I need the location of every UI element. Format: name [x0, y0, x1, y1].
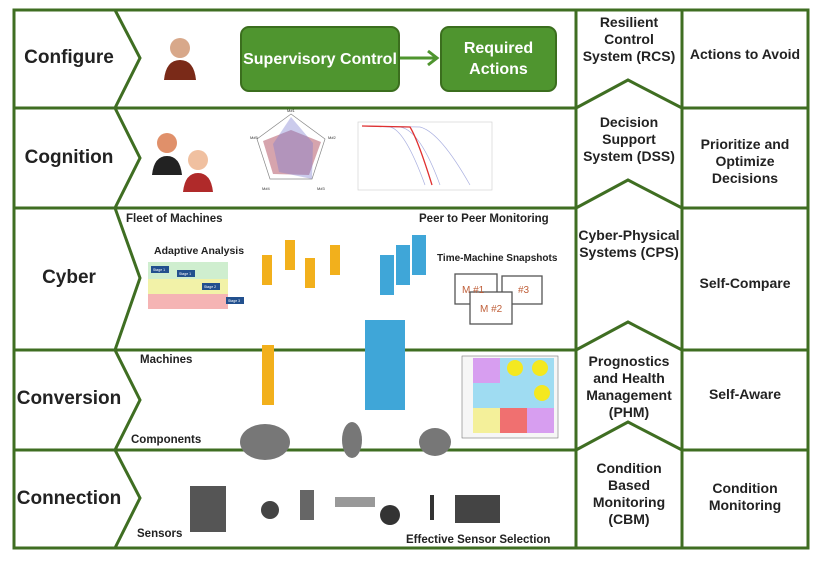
fleet-label: Fleet of Machines [126, 213, 223, 225]
machines-label: Machines [140, 354, 193, 366]
peer-monitoring-label: Peer to Peer Monitoring [419, 213, 549, 225]
up-arrow-2 [575, 178, 683, 210]
system-cbm: Condition Based Monitoring (CBM) [592, 460, 666, 527]
outer-frame [12, 8, 810, 550]
stage-label: Stage 3 [228, 299, 240, 303]
radar-label: M#2 [328, 135, 337, 140]
milling-machine [365, 320, 405, 410]
adaptive-analysis-label: Adaptive Analysis [154, 245, 245, 257]
components-images [240, 422, 451, 460]
time-machine-snapshots [454, 273, 543, 325]
decision-makers-person-icon [152, 133, 213, 192]
supervisory-control-label: Supervisory Control [243, 50, 397, 68]
snapshot-label: #3 [518, 285, 530, 296]
radar-label: M#3 [317, 186, 326, 191]
radar-label: M#1 [287, 108, 296, 113]
arrow-head [427, 49, 440, 67]
supervisor-person-icon [164, 38, 196, 80]
maintenance-matrix-image [461, 355, 559, 439]
outcome-condition-monitoring: Condition Monitoring [708, 480, 782, 513]
outcome-self-compare: Self-Compare [699, 275, 791, 291]
level-chevrons [113, 9, 142, 549]
radar-label: M#4 [262, 186, 271, 191]
outcome-actions-to-avoid: Actions to Avoid [689, 46, 801, 62]
up-arrow-1 [575, 78, 683, 110]
components-label: Components [131, 434, 202, 446]
milling-machine-fleet [365, 235, 426, 410]
snapshot-label: M #2 [480, 304, 503, 315]
outcome-self-aware: Self-Aware [708, 386, 782, 402]
stage-label: Stage 1 [153, 268, 165, 272]
up-arrow-4 [575, 420, 683, 452]
robot-arm [262, 345, 274, 405]
stage-label: Stage 1 [179, 272, 191, 276]
system-cps: Cyber-Physical Systems (CPS) [578, 227, 680, 260]
level-connection: Connection [16, 488, 122, 509]
level-configure: Configure [24, 47, 114, 68]
snapshot-label: M #1 [462, 285, 485, 296]
level-cyber: Cyber [42, 267, 96, 288]
radar-chart [256, 113, 326, 180]
sensors-label: Sensors [137, 528, 183, 540]
sensors-images [190, 486, 500, 532]
system-dss: Decision Support System (DSS) [583, 114, 675, 164]
level-conversion: Conversion [16, 388, 122, 409]
required-actions-box: Required Actions [440, 26, 557, 92]
adaptive-analysis-chart [148, 262, 244, 309]
radar-label: M#5 [250, 135, 259, 140]
system-phm: Prognostics and Health Management (PHM) [586, 353, 672, 420]
supervisory-control-box: Supervisory Control [240, 26, 400, 92]
sensor-selection-label: Effective Sensor Selection [406, 534, 551, 546]
robot-arm-fleet [262, 240, 340, 405]
stage-label: Stage 2 [204, 285, 216, 289]
system-rcs: Resilient Control System (RCS) [582, 14, 676, 64]
outcome-prioritize: Prioritize and Optimize Decisions [700, 136, 790, 186]
level-cognition: Cognition [24, 147, 114, 168]
snapshots-label: Time-Machine Snapshots [437, 253, 558, 264]
degradation-curves-chart [357, 121, 493, 191]
required-actions-label: Required Actions [463, 40, 534, 78]
up-arrow-3 [575, 320, 683, 352]
